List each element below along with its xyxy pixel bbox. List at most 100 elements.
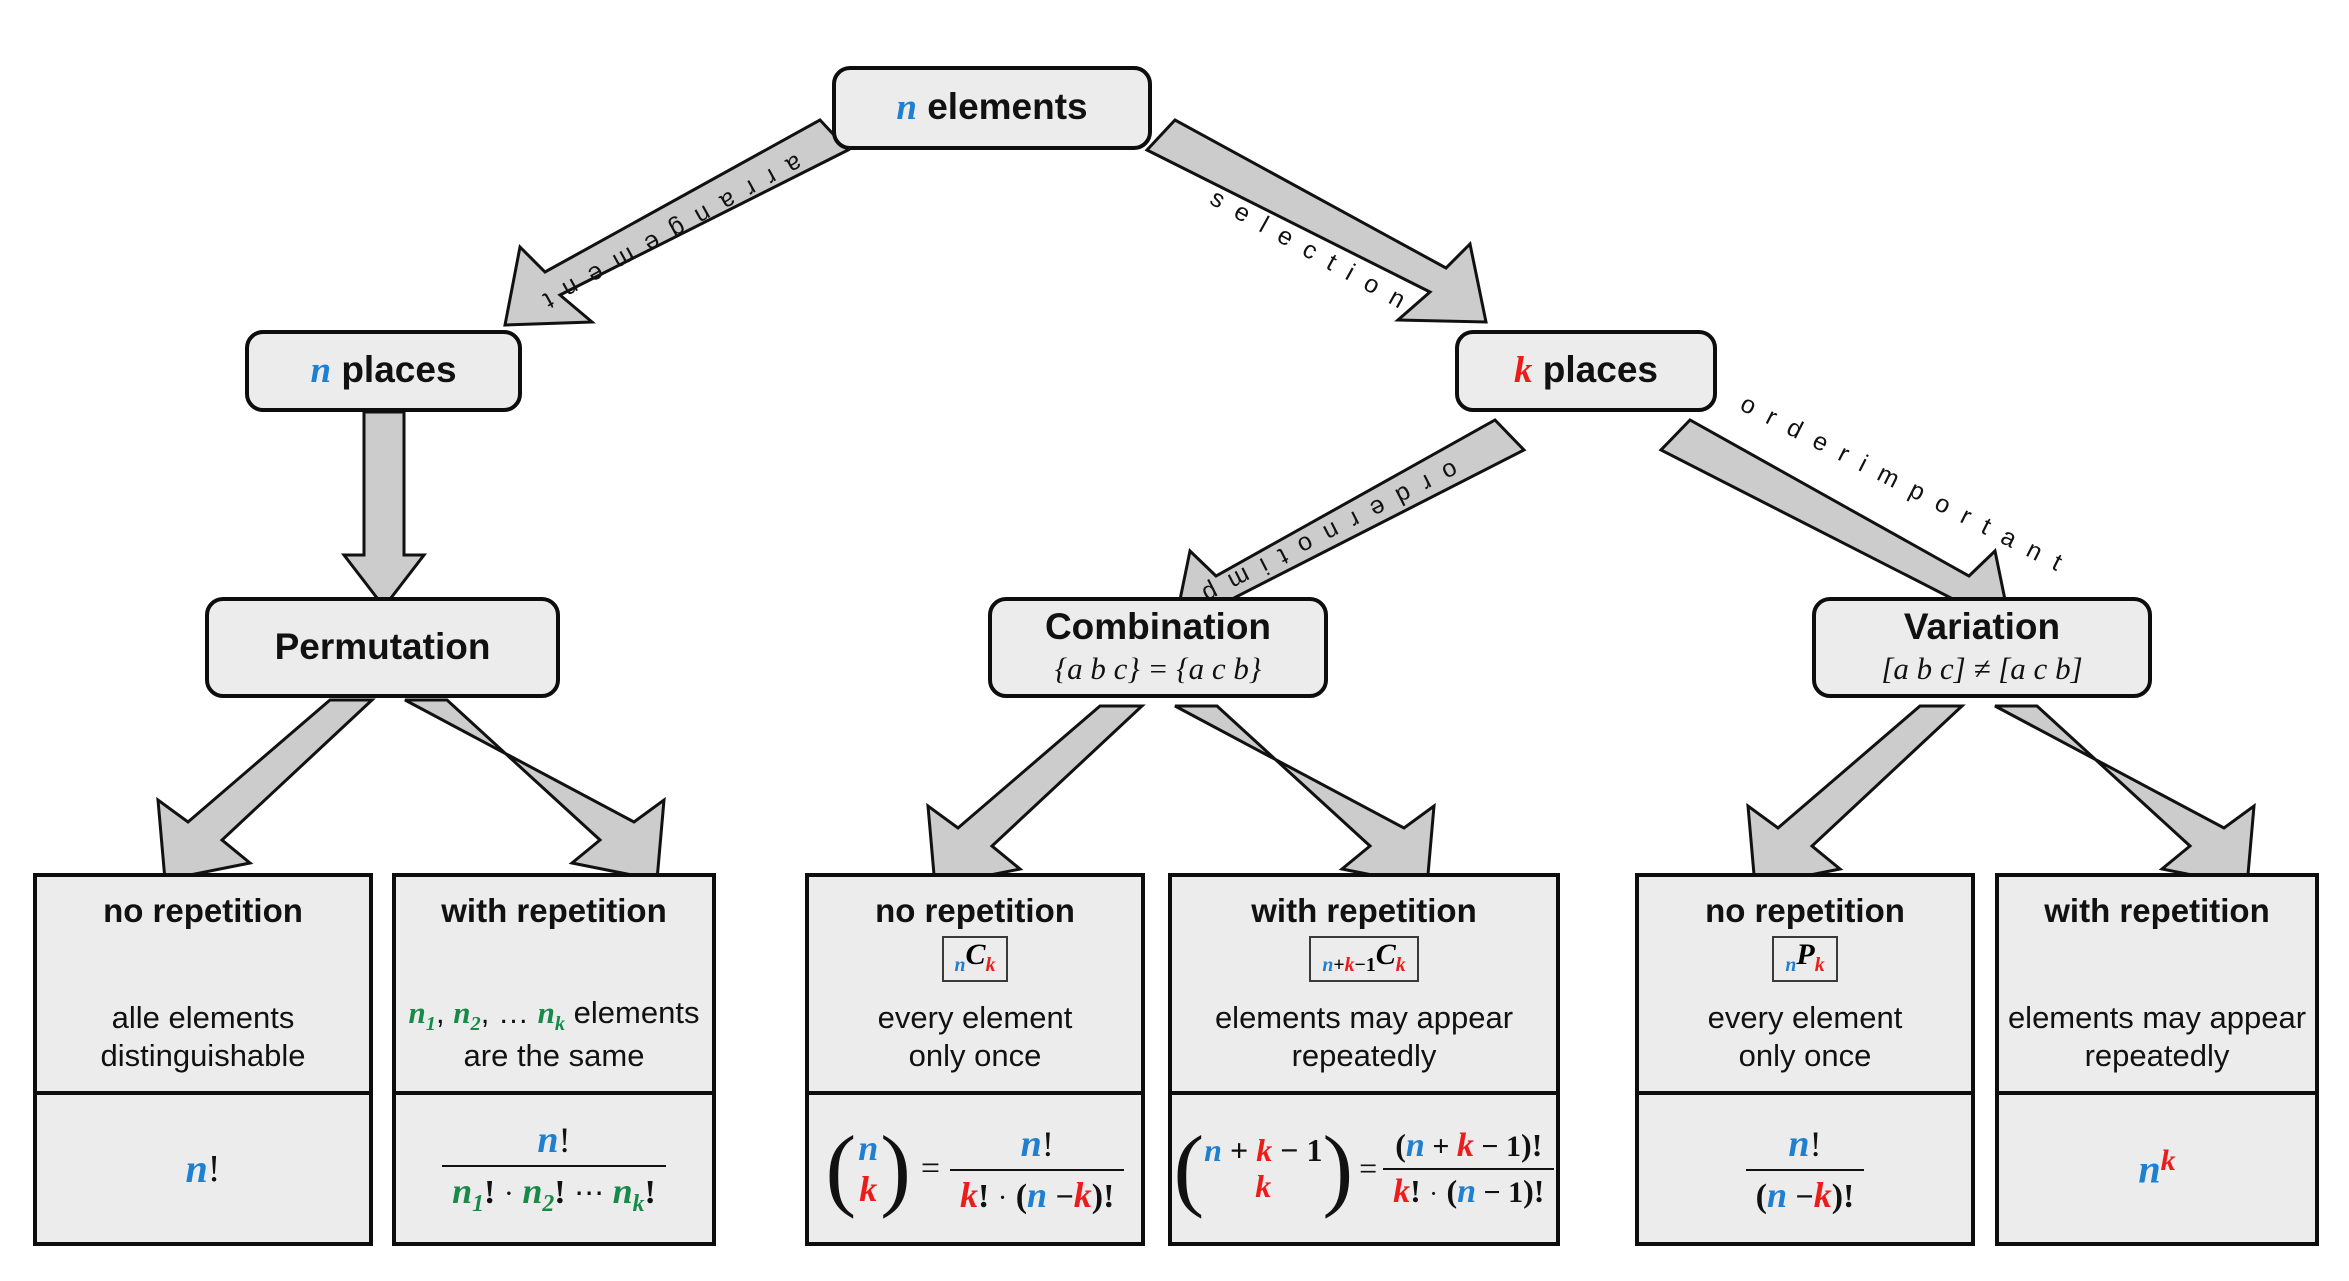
variable-k: k (1344, 954, 1355, 977)
binomial-stack: n k (858, 1128, 878, 1209)
node-combination-subtitle: {a b c} = {a c b} (1054, 651, 1262, 687)
arrow-n-places-permutation (340, 410, 428, 610)
right-paren: ) (880, 1116, 911, 1219)
symbol-C: C (965, 938, 986, 972)
leaf-description-line: every element (1707, 1000, 1903, 1036)
leaf-card-var-with-rep[interactable]: with repetition elements may appear repe… (1995, 873, 2319, 1246)
leaf-description: n1, n2, … nk elements are the same (396, 994, 712, 1075)
node-variation-subtitle: [a b c] ≠ [a c b] (1881, 651, 2083, 687)
symbol-P: P (1796, 938, 1815, 972)
equals-sign: = (1359, 1150, 1378, 1186)
leaf-description: every element only once (809, 999, 1141, 1075)
node-variation[interactable]: Variation [a b c] ≠ [a c b] (1812, 597, 2152, 698)
leaf-card-perm-with-rep[interactable]: with repetition n1, n2, … nk elements ar… (392, 873, 716, 1246)
variable-n: n (1457, 1172, 1477, 1210)
variable-n: n (537, 1119, 559, 1162)
leaf-heading: no repetition (103, 892, 303, 929)
node-combination[interactable]: Combination {a b c} = {a c b} (988, 597, 1328, 698)
node-n-places-text: places (341, 349, 457, 391)
leaf-description-word: elements (573, 995, 700, 1031)
leaf-description-line: distinguishable (100, 1038, 306, 1074)
left-paren: ( (1173, 1116, 1205, 1219)
fraction-denominator: (n −k)! (1745, 1168, 1865, 1216)
power-expression: nk (2138, 1144, 2175, 1192)
leaf-formula-comb-no-rep: ( n k ) = n! k! · (n −k)! (809, 1095, 1141, 1242)
leaf-heading: no repetition (875, 892, 1075, 929)
leaf-formula-var-no-rep: n! (n −k)! (1639, 1095, 1971, 1242)
node-combination-title: Combination (1044, 605, 1272, 647)
variable-k: k (859, 1168, 878, 1209)
arrow-permutation-left (156, 698, 376, 882)
variable-k: k (1814, 954, 1825, 977)
fraction-denominator: n1! · n2! ⋯ nk! (442, 1165, 666, 1218)
arrow-variation-left (1746, 704, 1966, 888)
leaf-top-comb-no-rep: no repetition nCk every element only onc… (809, 877, 1141, 1095)
leaf-formula-perm-with-rep: n! n1! · n2! ⋯ nk! (396, 1095, 712, 1242)
fraction-denominator: k! · (n − 1)! (1383, 1167, 1555, 1211)
leaf-card-comb-with-rep[interactable]: with repetition n+k−1Ck elements may app… (1168, 873, 1560, 1246)
node-permutation[interactable]: Permutation (205, 597, 560, 698)
variable-n: n (1788, 1122, 1810, 1165)
variable-k: k (1395, 954, 1406, 977)
fraction: n! k! · (n −k)! (950, 1122, 1125, 1216)
variable-n-sub-2: n2 (522, 1171, 555, 1218)
leaf-top-perm-with-rep: with repetition n1, n2, … nk elements ar… (396, 877, 712, 1095)
fraction-numerator: n! (1788, 1122, 1822, 1165)
leaf-description-line: repeatedly (1291, 1038, 1437, 1074)
leaf-heading: no repetition (1705, 892, 1905, 929)
notation-chip-npkm1Ck: n+k−1Ck (1309, 936, 1419, 983)
fraction-numerator: n! (537, 1119, 571, 1162)
leaf-top-var-with-rep: with repetition elements may appear repe… (1999, 877, 2315, 1095)
node-n-places-label: n places (310, 349, 457, 392)
variable-n: n (1766, 1174, 1787, 1215)
variable-k: k (2160, 1144, 2176, 1178)
leaf-top-perm-no-rep: no repetition alle elements distinguisha… (37, 877, 369, 1095)
fraction: (n + k − 1)! k! · (n − 1)! (1383, 1126, 1555, 1211)
leaf-heading: with repetition (1251, 892, 1477, 929)
leaf-description-line: n1, n2, … nk elements (408, 995, 700, 1036)
variable-k: k (1514, 350, 1533, 392)
equation: ( n k ) = n! k! · (n −k)! (826, 1122, 1125, 1216)
node-n-elements[interactable]: n elements (832, 66, 1152, 150)
variable-k: k (985, 954, 996, 977)
right-paren: ) (1322, 1116, 1354, 1219)
fraction-numerator: (n + k − 1)! (1395, 1126, 1543, 1164)
node-k-places-label: k places (1514, 349, 1658, 392)
left-paren: ( (825, 1116, 857, 1219)
variable-n-sub-1: n1 (452, 1171, 485, 1218)
leaf-card-perm-no-rep[interactable]: no repetition alle elements distinguisha… (33, 873, 373, 1246)
leaf-description-line: elements may appear (2007, 1000, 2307, 1036)
node-n-elements-text: elements (927, 86, 1088, 128)
notation-chip-nPk: nPk (1772, 936, 1838, 983)
leaf-heading: with repetition (441, 892, 667, 929)
equals-sign: = (920, 1149, 941, 1187)
arrow-variation-right (1994, 704, 2256, 888)
leaf-card-comb-no-rep[interactable]: no repetition nCk every element only onc… (805, 873, 1145, 1246)
leaf-formula-perm-no-rep: n! (37, 1095, 369, 1242)
variable-n: n (954, 954, 966, 977)
variable-n: n (1785, 954, 1797, 977)
fraction-numerator: n! (1020, 1122, 1054, 1165)
binomial-coefficient: ( n k ) (825, 1116, 911, 1219)
variable-k: k (960, 1174, 979, 1215)
fraction-denominator: k! · (n −k)! (950, 1168, 1125, 1216)
leaf-card-var-no-rep[interactable]: no repetition nPk every element only onc… (1635, 873, 1975, 1246)
node-n-places[interactable]: n places (245, 330, 522, 412)
leaf-formula-comb-with-rep: ( n + k − 1 k ) = (n + k − 1)! k! · ( (1172, 1095, 1556, 1242)
leaf-description-line: elements may appear (1214, 1000, 1514, 1036)
chip-subscript: n+k−1 (1322, 954, 1376, 977)
variable-n: n (2138, 1146, 2161, 1192)
leaf-heading: with repetition (2044, 892, 2270, 929)
node-k-places-text: places (1542, 349, 1658, 391)
leaf-description-line: are the same (463, 1038, 645, 1074)
variable-n: n (310, 350, 332, 392)
binomial-top: n + k − 1 (1204, 1131, 1323, 1168)
variable-k: k (1393, 1172, 1411, 1210)
node-k-places[interactable]: k places (1455, 330, 1717, 412)
leaf-description-line: only once (1738, 1038, 1872, 1074)
variable-k: k (1813, 1174, 1832, 1215)
fraction: n! (n −k)! (1745, 1122, 1865, 1216)
variable-n: n (896, 87, 917, 129)
symbol-C: C (1375, 938, 1396, 972)
leaf-description: elements may appear repeatedly (1172, 999, 1556, 1075)
